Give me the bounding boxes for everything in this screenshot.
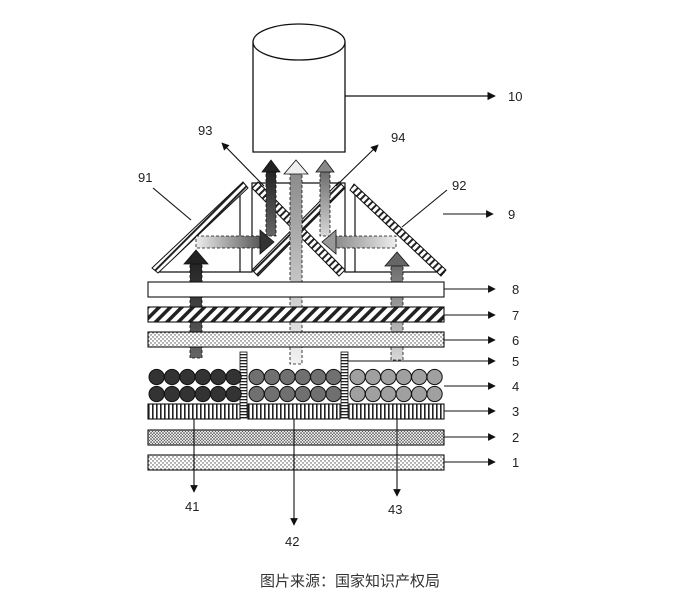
label-3: 3 [512, 404, 519, 419]
label-4: 4 [512, 379, 519, 394]
label-9: 9 [508, 207, 515, 222]
circle-light [426, 368, 443, 386]
label-91: 91 [138, 170, 152, 185]
label-5: 5 [512, 354, 519, 369]
circle-mid [248, 385, 265, 403]
circle-light [380, 385, 397, 403]
label-94: 94 [391, 130, 405, 145]
leader-92 [401, 189, 448, 228]
circle-mid [279, 385, 296, 403]
label-10: 10 [508, 89, 522, 104]
circle-light [349, 385, 366, 403]
circle-mid [248, 368, 265, 386]
circle-light [426, 385, 443, 403]
circle-dark [163, 385, 181, 403]
circle-dark [163, 368, 181, 386]
circle-light [395, 385, 412, 403]
circle-dark [194, 385, 211, 403]
layer-1 [147, 454, 445, 471]
leader-93 [221, 142, 265, 187]
circle-mid [279, 368, 296, 386]
circle-light [411, 385, 428, 403]
right-mirror [349, 183, 447, 277]
circle-mid [263, 385, 281, 403]
layer-2 [147, 429, 445, 446]
circle-light [364, 385, 382, 403]
separator-right [340, 351, 349, 419]
circle-dark [225, 385, 242, 403]
circle-mid [325, 368, 342, 386]
emitter-circles [148, 368, 443, 403]
circle-light [380, 368, 397, 386]
label-43: 43 [388, 502, 402, 517]
label-41: 41 [185, 499, 199, 514]
circle-light [349, 368, 366, 386]
circle-dark [179, 385, 196, 403]
layer-7 [147, 306, 445, 323]
leader-94 [335, 144, 379, 187]
circle-mid [263, 368, 281, 386]
label-93: 93 [198, 123, 212, 138]
layer-8 [147, 281, 445, 298]
label-8: 8 [512, 282, 519, 297]
circle-mid [310, 385, 327, 403]
label-92: 92 [452, 178, 466, 193]
separator-left [239, 351, 248, 419]
leader-91 [152, 187, 192, 221]
label-1: 1 [512, 455, 519, 470]
circle-dark [194, 368, 211, 386]
layer-6 [147, 331, 445, 348]
circle-dark [179, 368, 196, 386]
camera-cylinder [252, 23, 346, 153]
circle-dark [148, 385, 165, 403]
circle-dark [148, 368, 165, 386]
circle-dark [210, 368, 227, 386]
layer-3 [147, 403, 445, 420]
circle-dark [210, 385, 227, 403]
label-2: 2 [512, 430, 519, 445]
circle-mid [294, 368, 311, 386]
label-7: 7 [512, 308, 519, 323]
circle-mid [310, 368, 327, 386]
circle-mid [325, 385, 342, 403]
image-source-caption: 图片来源：国家知识产权局 [259, 572, 440, 590]
circle-dark [225, 368, 242, 386]
circle-mid [294, 385, 311, 403]
circle-light [395, 368, 412, 386]
label-42: 42 [285, 534, 299, 549]
circle-light [411, 368, 428, 386]
left-mirror [151, 181, 249, 274]
label-6: 6 [512, 333, 519, 348]
circle-light [364, 368, 382, 386]
